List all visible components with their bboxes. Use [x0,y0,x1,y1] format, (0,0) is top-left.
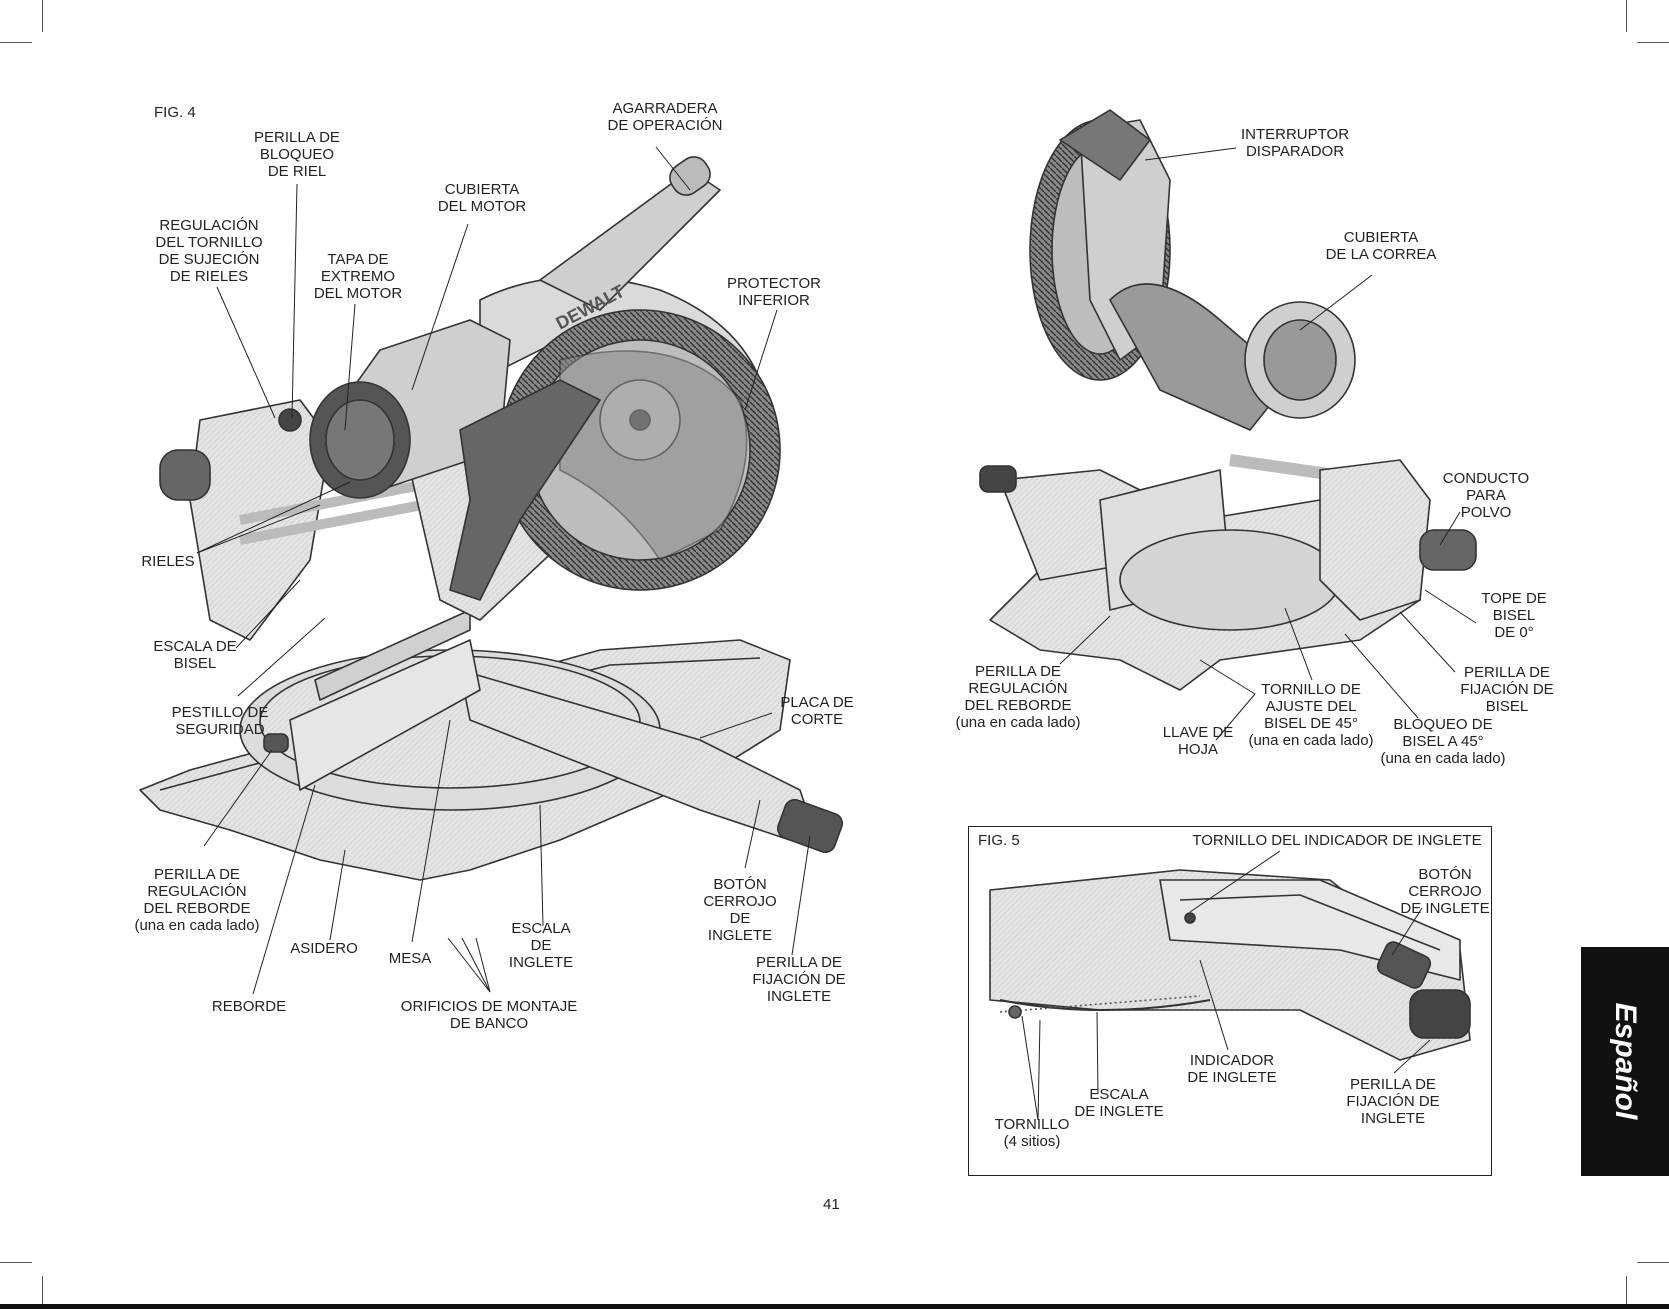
crop-mark [1637,42,1669,43]
fig5-title: FIG. 5 [978,832,1020,849]
crop-mark [42,0,43,32]
fig4-title: FIG. 4 [154,104,196,121]
fig4-saw-drawing [139,156,844,881]
label-fig5-screw: TORNILLO(4 sitios) [994,1116,1070,1150]
crop-mark [0,42,32,43]
crop-mark [1637,1262,1669,1263]
fig4b-saw-drawing [979,109,1477,691]
bottom-rule [0,1304,1669,1309]
crop-mark [42,1276,43,1304]
label-fence: REBORDE [211,998,287,1015]
crop-mark [1626,1276,1627,1304]
label-hand-hold: ASIDERO [290,940,358,957]
leader-lines [196,146,1477,1121]
label-table: MESA [388,950,432,967]
page-number: 41 [823,1196,840,1213]
label-rails: RIELES [141,553,195,570]
fig5-frame [968,826,1492,1176]
crop-mark [0,1262,32,1263]
label-indicator-screw: TORNILLO DEL INDICADOR DE INGLETE [1192,832,1482,849]
fig5-closeup-drawing [989,869,1471,1061]
language-tab-label: Español [1609,1002,1642,1120]
language-tab: Español [1581,947,1669,1176]
crop-mark [1626,0,1627,32]
